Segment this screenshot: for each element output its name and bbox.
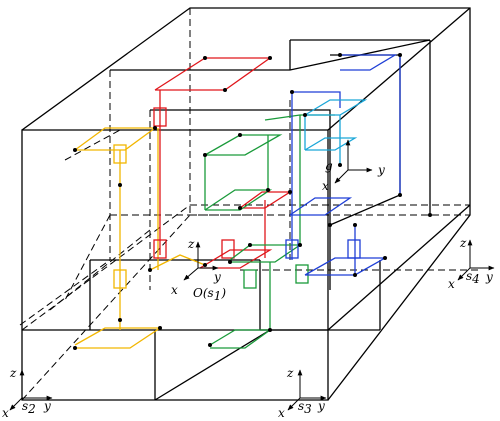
frame-g-y-label: y — [377, 163, 385, 177]
joint-dot — [228, 260, 232, 264]
red-linkage — [153, 57, 293, 269]
joint-dot — [223, 88, 227, 92]
frame-s2-label: s2 — [22, 399, 36, 416]
blue-base-loop — [304, 257, 388, 276]
frame-s4: z y x s4 — [448, 236, 495, 291]
joint-dot — [203, 56, 207, 60]
outer-box-hidden-bottom-left — [21, 214, 191, 401]
joint-dot — [290, 90, 294, 94]
frame-s4-label: s4 — [466, 269, 480, 286]
inner-box — [19, 39, 480, 401]
yellow-upper-joint — [113, 144, 127, 164]
joint-dot — [153, 126, 157, 130]
inner-box-inner-diagonal — [154, 329, 271, 401]
frame-s3-x-axis — [287, 397, 301, 411]
frame-g-x-label: x — [322, 179, 329, 193]
red-right-joint — [221, 239, 235, 259]
joint-dot — [238, 133, 242, 137]
yellow-upper-link — [149, 254, 206, 271]
green-base-joint — [243, 269, 257, 289]
joint-dot — [148, 268, 152, 272]
joint-dot — [383, 256, 387, 260]
joint-dot — [298, 243, 302, 247]
red-lower-loop — [199, 249, 273, 269]
joint-dot — [398, 53, 402, 57]
joint-dots — [73, 53, 432, 350]
cyan-upper-loop — [304, 99, 368, 116]
frame-s3: z y x s3 — [278, 366, 327, 420]
yellow-upper-loop — [74, 127, 157, 151]
inner-hidden-diagonal-1 — [49, 229, 151, 311]
frame-s3-label: s3 — [298, 399, 312, 416]
frame-s2-x-label: x — [2, 406, 9, 420]
outer-box-front-face — [21, 129, 329, 401]
joint-dot — [353, 273, 357, 277]
joint-dot — [353, 223, 357, 227]
frame-g: g y x — [322, 139, 385, 193]
red-upper-joint — [153, 107, 167, 127]
blue-lower-loop — [289, 197, 353, 216]
joint-dot — [398, 193, 402, 197]
inner-hidden-upper — [64, 129, 121, 161]
yellow-lower-joint — [113, 269, 127, 289]
frame-g-x-axis — [334, 169, 349, 184]
mid-plane-left — [21, 204, 191, 331]
joint-dot — [158, 326, 162, 330]
frame-s1-x-label: x — [171, 283, 178, 297]
joint-dot — [118, 183, 122, 187]
frame-s2-z-label: z — [9, 366, 17, 380]
frame-s2-x-axis — [9, 397, 23, 411]
frame-s2: z y x s2 — [2, 366, 53, 420]
frame-s1-z-label: z — [187, 237, 195, 251]
joint-dot — [268, 328, 272, 332]
frame-s1-origin-label: O(s1) — [193, 286, 226, 303]
yellow-lower-loop — [74, 327, 163, 349]
joint-dot — [73, 148, 77, 152]
frame-s1: z y x O(s1) — [171, 237, 226, 303]
blue-right-joint — [347, 239, 361, 259]
joint-dot — [248, 243, 252, 247]
outer-box-top-edge — [327, 7, 471, 131]
frame-s2-y-label: y — [43, 399, 51, 413]
green-lower-loop — [209, 329, 273, 349]
joint-dot — [288, 190, 292, 194]
inner-hidden-rear — [64, 214, 111, 301]
joint-dot — [428, 213, 432, 217]
joint-dot — [268, 56, 272, 60]
cyan-linkage — [304, 99, 368, 165]
middle-box-outline — [150, 109, 331, 290]
joint-dot — [328, 223, 332, 227]
mid-plane-right — [327, 204, 471, 331]
frame-s4-x-axis — [457, 267, 471, 281]
joint-dot — [303, 113, 307, 117]
joint-dot — [266, 188, 270, 192]
joint-dot — [73, 346, 77, 350]
green-upper-loop — [204, 134, 283, 156]
inner-hidden-diagonal-2 — [19, 259, 111, 326]
joint-dot — [238, 206, 242, 210]
red-lower-joint — [153, 239, 167, 259]
joint-dot — [203, 263, 207, 267]
blue-left-joint — [285, 239, 299, 259]
frame-s3-x-label: x — [278, 406, 285, 420]
joint-dot — [118, 318, 122, 322]
frame-s3-z-label: z — [286, 366, 294, 380]
frame-s4-x-label: x — [448, 277, 455, 291]
frame-s3-y-label: y — [317, 399, 325, 413]
cyan-lower-loop — [304, 137, 358, 151]
joint-dot — [338, 163, 342, 167]
frame-s4-y-label: y — [485, 270, 493, 284]
joint-dot — [203, 153, 207, 157]
joint-dot — [208, 343, 212, 347]
frame-s4-z-label: z — [459, 236, 467, 250]
joint-dot — [338, 53, 342, 57]
frame-s1-y-label: y — [213, 270, 221, 284]
outer-box-top-face — [21, 7, 471, 401]
frame-s1-x-axis — [183, 267, 199, 281]
red-top-loop — [154, 57, 273, 91]
frame-g-label: g — [325, 159, 333, 173]
blue-top-loop — [340, 54, 398, 71]
blue-linkage — [285, 54, 401, 276]
